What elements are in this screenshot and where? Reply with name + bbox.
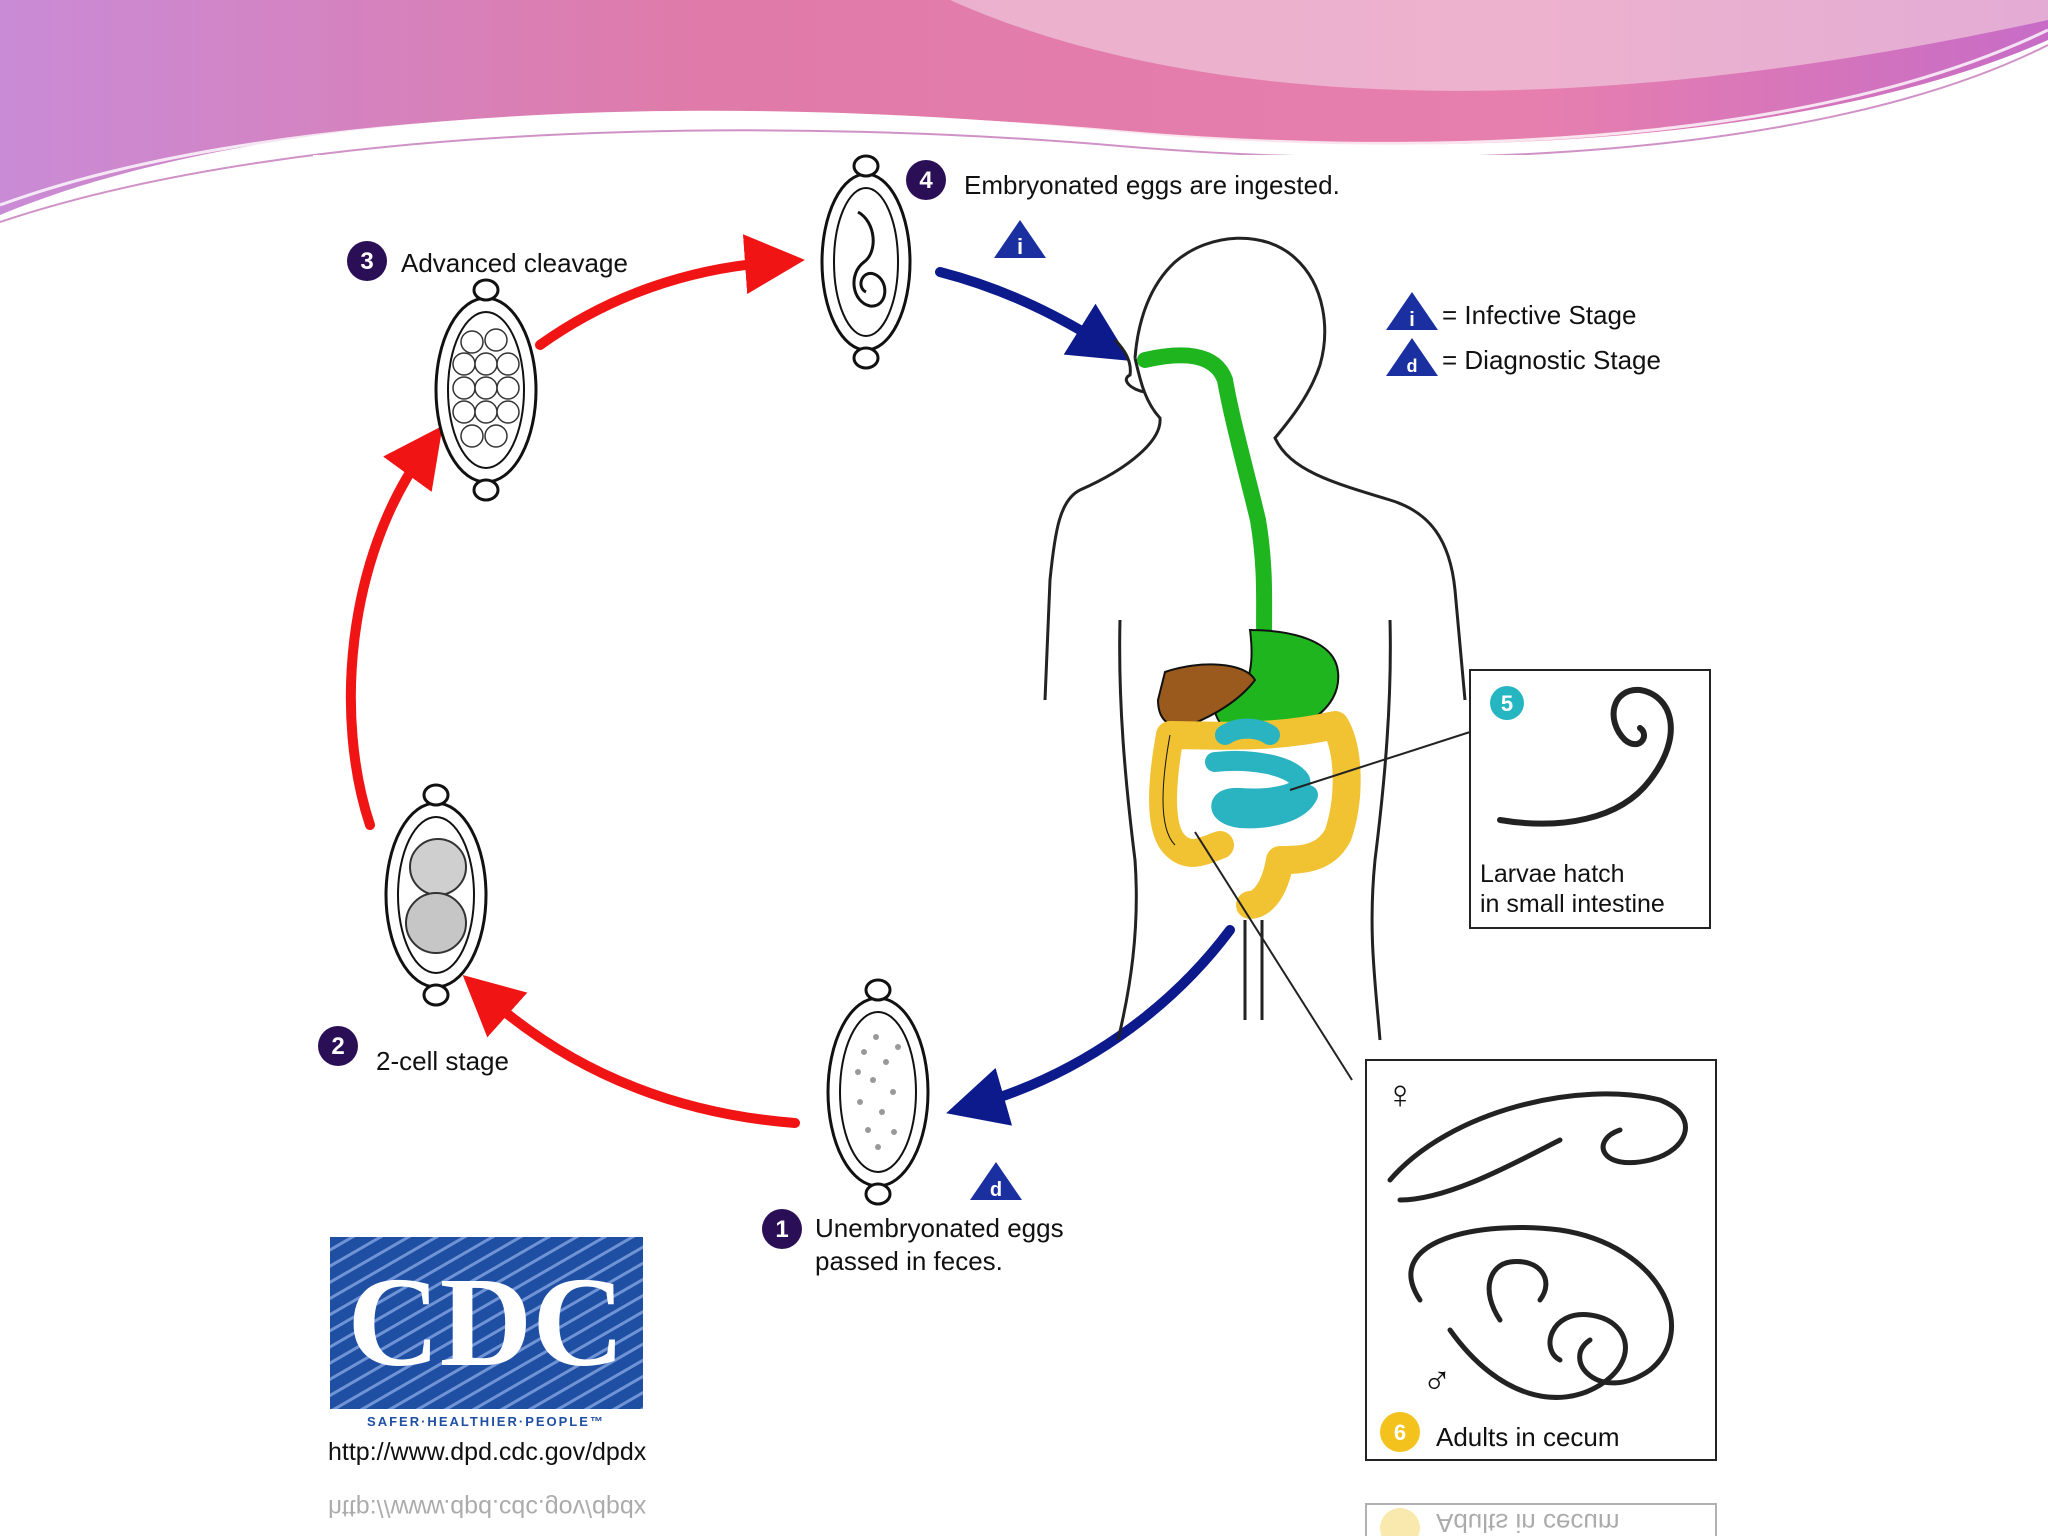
arrow-2-to-3 <box>345 425 443 830</box>
cycle-arrows <box>345 234 805 1128</box>
cdc-url: http://www.dpd.cdc.gov/dpdx <box>328 1438 647 1466</box>
legend-infective-symbol: i <box>1409 309 1415 331</box>
step-1-number: 1 <box>775 1216 788 1243</box>
step-2-number: 2 <box>331 1033 344 1060</box>
step-1-badge <box>762 1209 802 1249</box>
host-outline <box>1043 236 1467 701</box>
diagnostic-marker-symbol: d <box>990 1179 1002 1201</box>
step-5-label-line2: in small intestine <box>1480 890 1665 918</box>
egg-step-4 <box>820 154 912 370</box>
legend-diagnostic: d = Diagnostic Stage <box>1386 338 1661 376</box>
step-6-label: Adults in cecum <box>1436 1422 1620 1452</box>
adult-worms-drawing <box>1387 1091 1688 1400</box>
step-1-label-line2: passed in feces. <box>815 1246 1003 1276</box>
female-symbol: ♀ <box>1385 1073 1415 1117</box>
legend-diagnostic-label: = Diagnostic Stage <box>1442 345 1661 375</box>
esophagus <box>1137 347 1273 658</box>
human-host <box>1043 236 1471 1081</box>
arrow-1-to-2 <box>462 975 800 1128</box>
diagnostic-stage-marker: d <box>970 1162 1022 1201</box>
step-3-label: Advanced cleavage <box>401 248 628 278</box>
legend-diagnostic-symbol: d <box>1407 356 1418 376</box>
cdc-tagline: SAFER·HEALTHIER·PEOPLE™ <box>367 1414 605 1429</box>
infective-stage-marker: i <box>994 220 1046 259</box>
legend: i = Infective Stage d = Diagnostic Stage <box>1386 292 1661 376</box>
arrow-4-to-host <box>935 267 1131 361</box>
host-torso <box>1116 619 1392 1041</box>
arrow-3-to-4 <box>535 234 805 350</box>
egg-step-2 <box>384 783 488 1007</box>
egg-step-1 <box>826 978 930 1206</box>
inset-larvae: 5 Larvae hatch in small intestine <box>1469 669 1711 929</box>
step-6-number: 6 <box>1394 1420 1406 1445</box>
step-5-number: 5 <box>1501 691 1513 716</box>
step-4-badge <box>906 160 946 200</box>
cdc-url-reflection: http://www.dpd.cdc.gov/dpdx <box>328 1494 647 1522</box>
step-6-badge <box>1380 1412 1420 1452</box>
larva-drawing <box>1497 686 1674 827</box>
legend-infective: i = Infective Stage <box>1386 292 1636 331</box>
step-5-label-line1: Larvae hatch <box>1480 860 1625 888</box>
cdc-logo: CDC SAFER·HEALTHIER·PEOPLE™ <box>330 1237 643 1429</box>
male-symbol: ♂ <box>1422 1359 1452 1403</box>
cdc-logo-text: CDC <box>347 1251 624 1393</box>
step-2-label-group: 2 2-cell stage <box>318 1026 509 1076</box>
step-2-badge <box>318 1026 358 1066</box>
reflection-decoration: http://www.dpd.cdc.gov/dpdx Adults in ce… <box>328 1494 1717 1536</box>
inset-adults: ♀ ♂ 6 Adults in cecum <box>1365 1059 1717 1461</box>
step-4-number: 4 <box>919 167 933 194</box>
step-3-number: 3 <box>360 248 373 275</box>
step-5-badge <box>1490 686 1524 720</box>
slide-header-decoration <box>0 0 2048 223</box>
step-2-label: 2-cell stage <box>376 1046 509 1076</box>
step-3-label-group: 3 Advanced cleavage <box>347 241 628 281</box>
legend-infective-label: = Infective Stage <box>1442 300 1636 330</box>
infective-marker-symbol: i <box>1017 234 1023 259</box>
step-4-label-group: 4 Embryonated eggs are ingested. <box>906 160 1340 200</box>
small-intestine <box>1205 718 1318 829</box>
step-1-label-group: 1 Unembryonated eggs passed in feces. <box>762 1209 1064 1276</box>
step-3-badge <box>347 241 387 281</box>
egg-step-3 <box>434 278 538 502</box>
step-1-label-line1: Unembryonated eggs <box>815 1213 1064 1243</box>
step-6-label-reflection: Adults in cecum <box>1436 1508 1620 1536</box>
step-4-label: Embryonated eggs are ingested. <box>964 170 1340 200</box>
